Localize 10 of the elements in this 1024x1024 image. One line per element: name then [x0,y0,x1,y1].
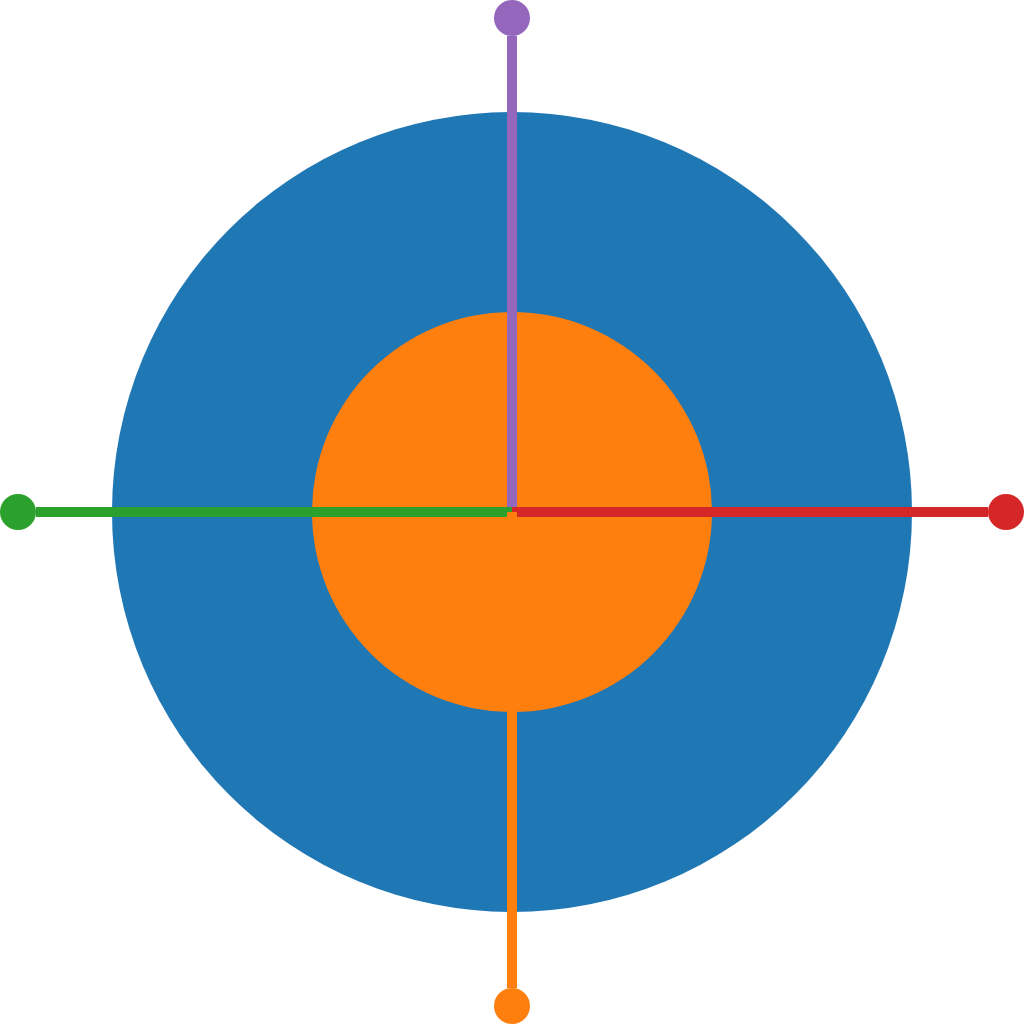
connector-line [512,507,988,517]
end-dot [494,988,530,1024]
end-dot [988,494,1024,530]
connector-line [507,512,517,988]
end-dot [494,0,530,36]
connector-line [36,507,512,517]
outer-disc [112,112,912,912]
inner-disc [312,312,712,712]
connector-line [507,36,517,512]
end-dot [0,494,36,530]
